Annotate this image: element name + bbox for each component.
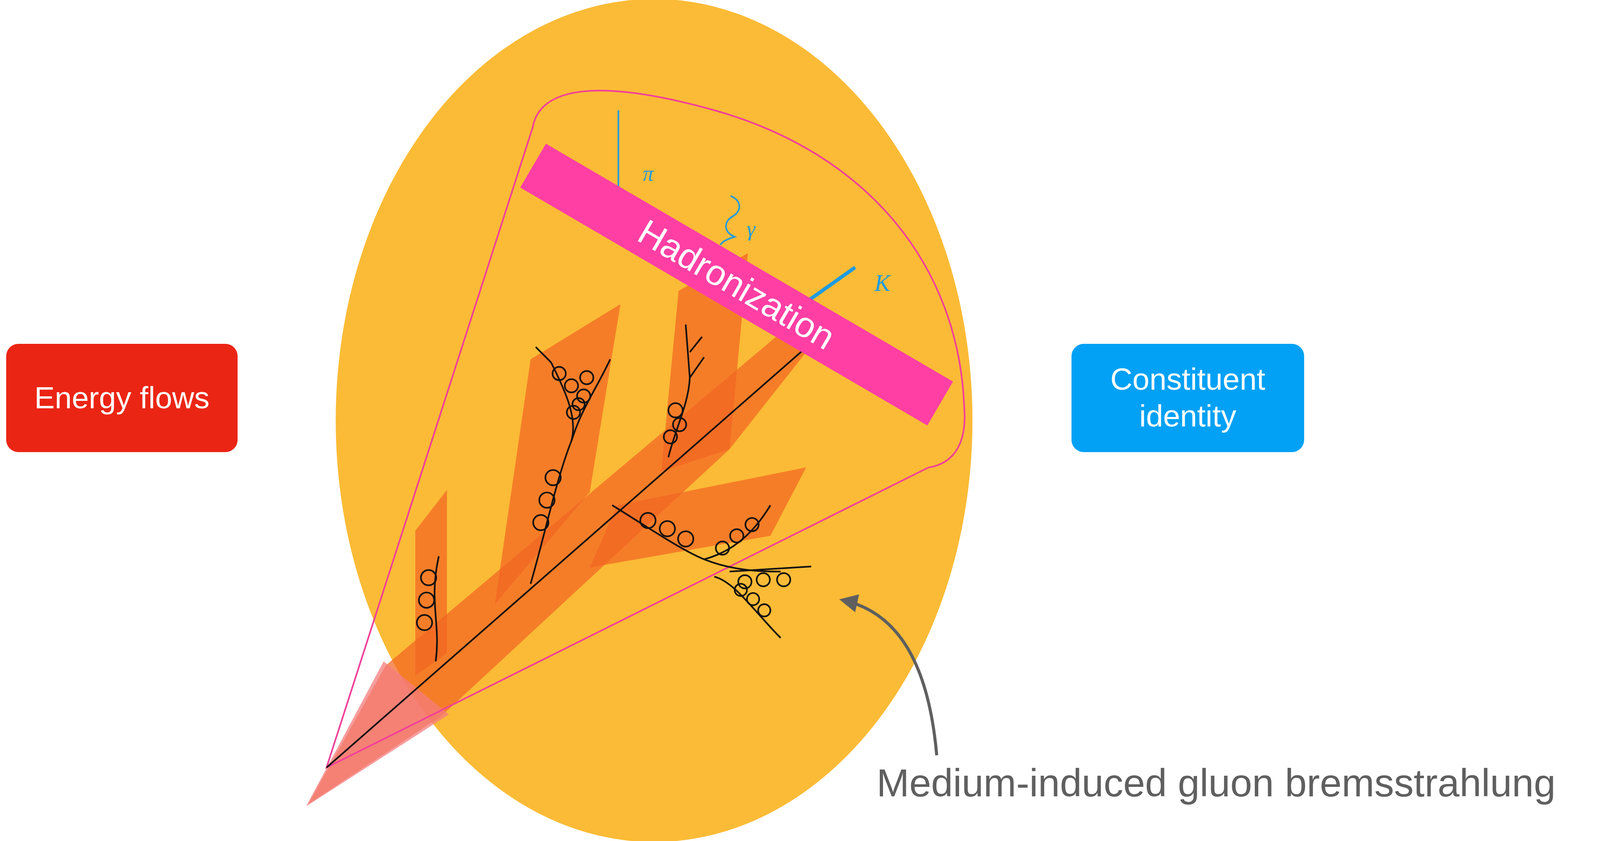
illustration-part bbox=[747, 592, 760, 606]
illustration-part bbox=[589, 467, 807, 568]
illustration-part bbox=[530, 362, 574, 584]
illustration-part bbox=[617, 110, 620, 187]
illustration-part bbox=[756, 573, 770, 587]
illustration-part bbox=[416, 614, 433, 631]
illustration-part bbox=[776, 573, 791, 587]
illustration-part bbox=[663, 430, 677, 444]
illustration-part bbox=[668, 324, 690, 458]
illustration-part bbox=[419, 592, 435, 608]
illustration-part bbox=[552, 366, 566, 381]
illustration-part bbox=[678, 530, 694, 547]
particle-label: γ bbox=[747, 216, 756, 241]
illustration-part bbox=[689, 357, 705, 378]
illustration-part bbox=[640, 512, 656, 529]
node-text: Constituent identity bbox=[1077, 361, 1298, 435]
gluon-loops bbox=[416, 366, 791, 631]
illustration-part bbox=[580, 371, 594, 385]
category-box: Constituent identity bbox=[1071, 343, 1305, 453]
particle-label: K bbox=[874, 269, 891, 297]
leader-arrow bbox=[842, 600, 937, 755]
illustration-part bbox=[421, 569, 437, 586]
category-box: Energy flows bbox=[6, 343, 239, 453]
node-text: Energy flows bbox=[34, 379, 210, 417]
illustration-part bbox=[729, 566, 812, 572]
illustration-part bbox=[714, 576, 781, 638]
illustration-part bbox=[539, 492, 555, 508]
illustration-part bbox=[571, 359, 611, 441]
illustration-part bbox=[545, 469, 561, 486]
illustration-part bbox=[715, 541, 729, 555]
particle-label: π bbox=[642, 161, 654, 186]
jet-cone-outline bbox=[326, 90, 965, 768]
illustration-part bbox=[689, 336, 703, 353]
jet-tip bbox=[306, 661, 450, 807]
illustration-part bbox=[806, 267, 856, 303]
annotation-text: Medium-induced gluon bremsstrahlung bbox=[876, 760, 1556, 806]
illustration-part bbox=[720, 195, 740, 246]
illustration-part bbox=[572, 397, 585, 411]
illustration-part bbox=[535, 347, 551, 363]
illustration-part bbox=[415, 489, 448, 676]
illustration-part bbox=[758, 604, 771, 617]
illustration-part bbox=[612, 504, 771, 560]
illustration-part bbox=[734, 583, 748, 597]
illustration-part bbox=[326, 351, 803, 768]
illustration-part bbox=[730, 529, 744, 543]
illustration-part bbox=[564, 378, 579, 393]
illustration-part bbox=[673, 417, 687, 431]
illustration-part bbox=[434, 556, 439, 662]
illustration-part bbox=[668, 403, 683, 418]
parton-shower bbox=[326, 324, 812, 768]
illustration-part bbox=[745, 517, 759, 531]
illustration-part bbox=[659, 521, 675, 537]
illustration-part bbox=[533, 514, 549, 531]
